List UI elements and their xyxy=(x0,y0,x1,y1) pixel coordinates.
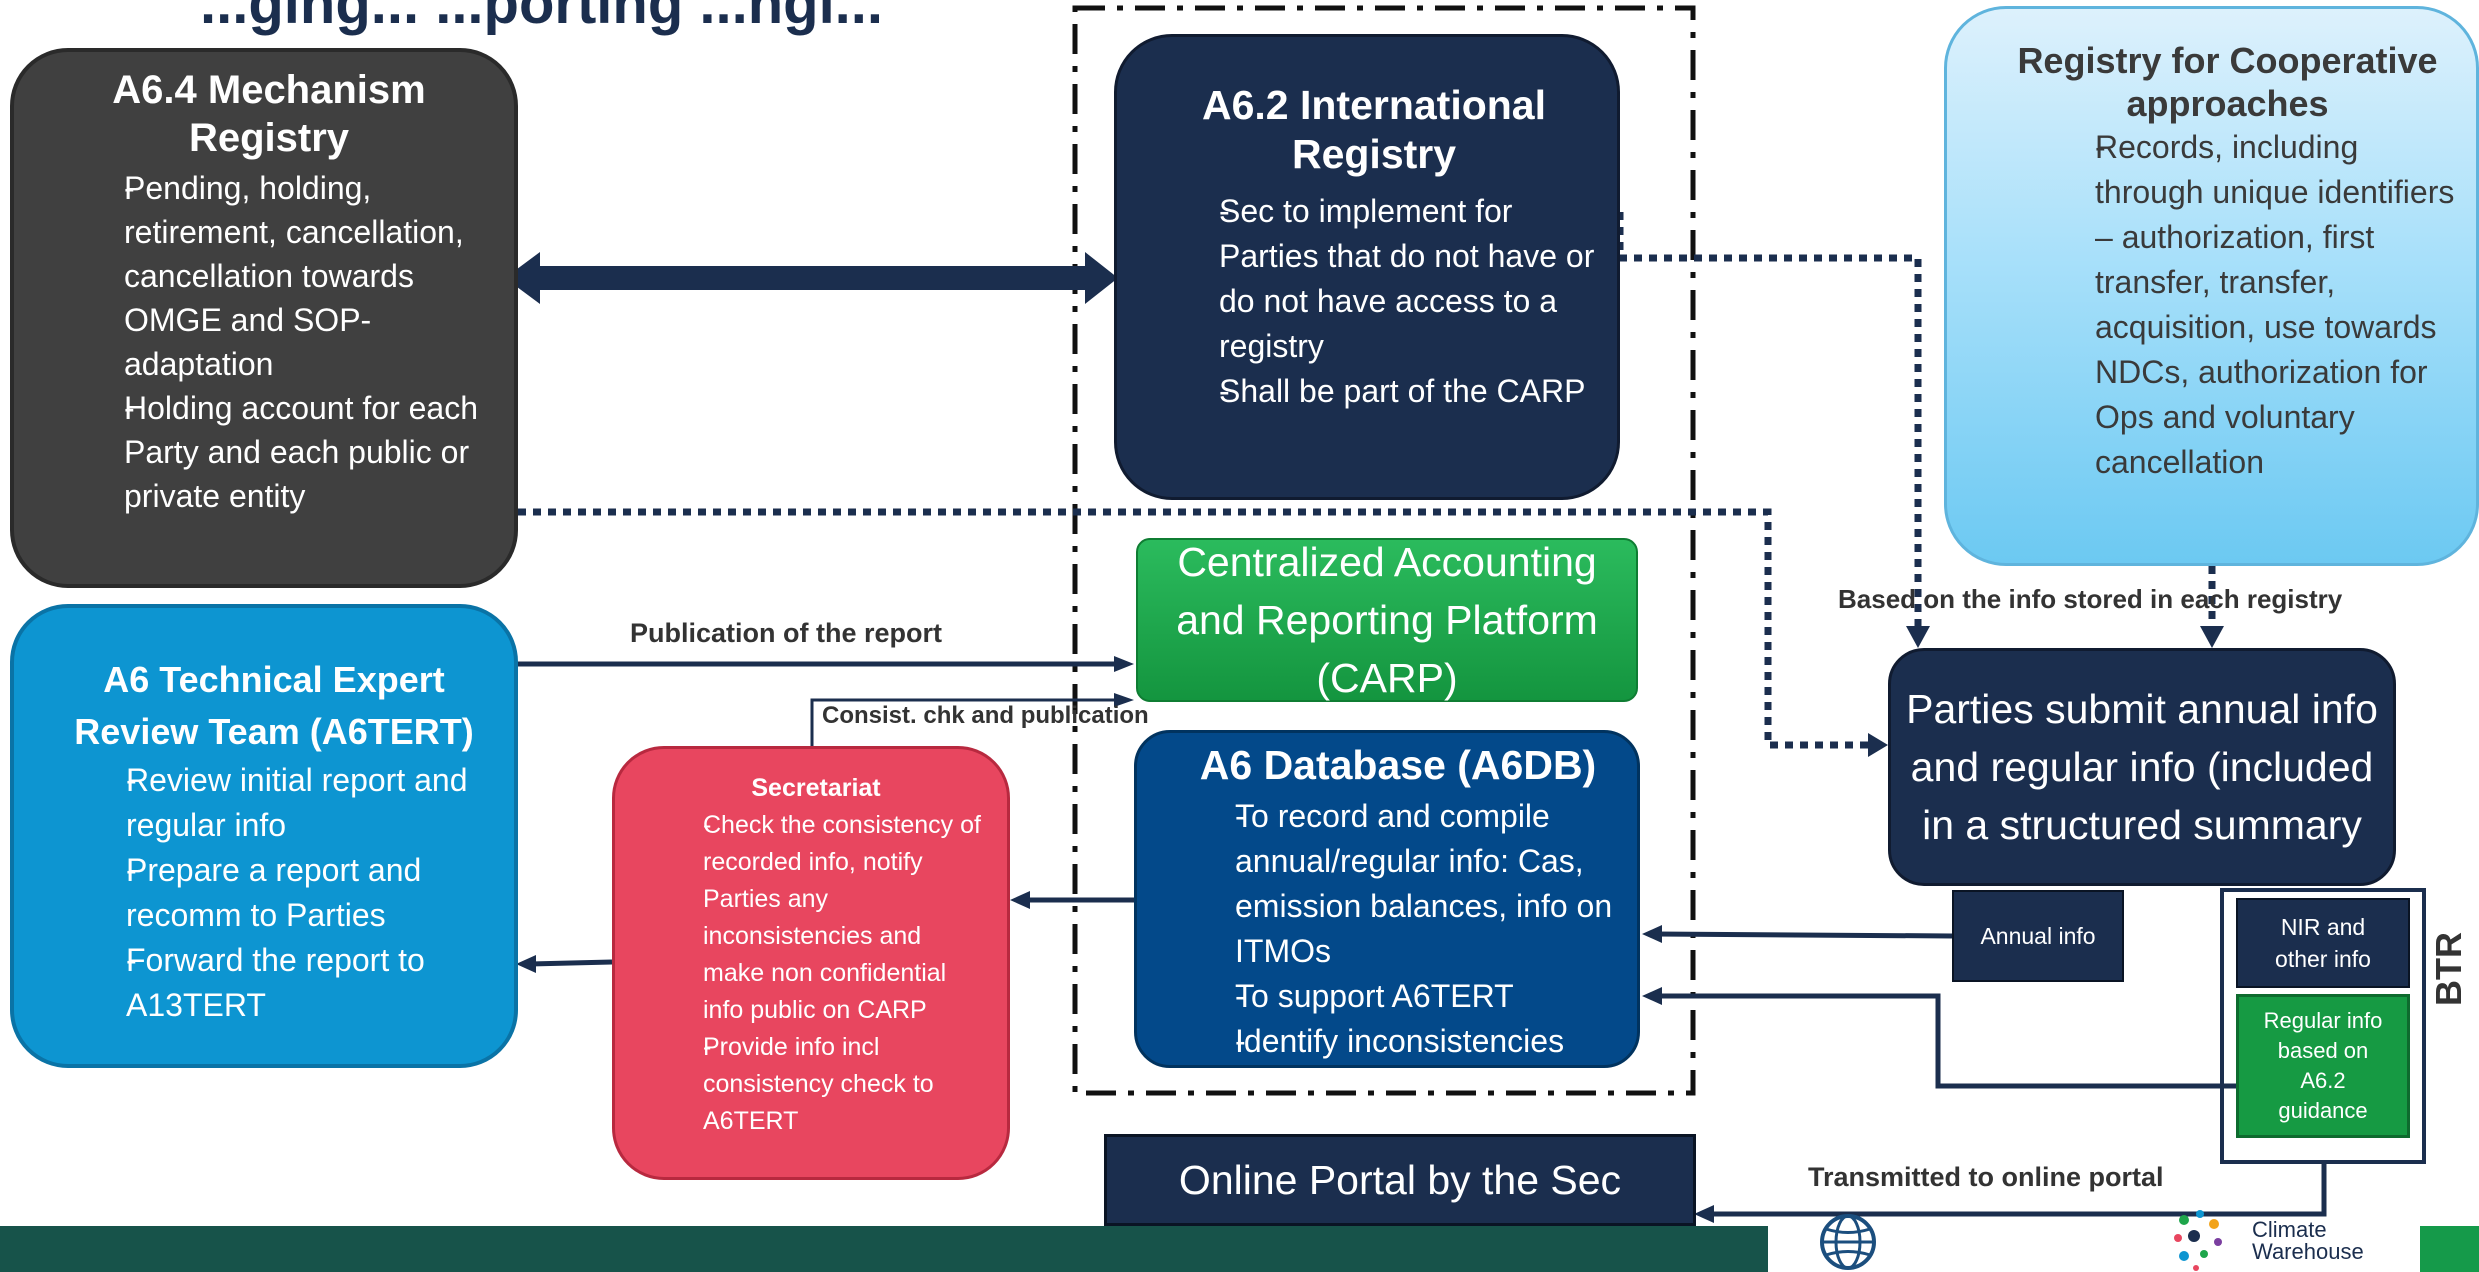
world-bank-globe-icon xyxy=(1818,1212,1878,1272)
nir-label: NIR and other info xyxy=(2275,914,2371,972)
a62-item: Shall be part of the CARP xyxy=(1151,369,1597,414)
a6tert-box: A6 Technical Expert Review Team (A6TERT)… xyxy=(10,604,518,1068)
annual-info-label: Annual info xyxy=(1980,922,2096,949)
double-arrow-registries xyxy=(505,252,1118,304)
online-portal-label: Online Portal by the Sec xyxy=(1178,1156,1622,1203)
arrow-annual-to-db xyxy=(1654,931,1953,939)
arrow-btr-to-portal xyxy=(1710,1162,2327,1217)
a64-registry-title: A6.4 Mechanism Registry xyxy=(112,68,426,160)
climate-warehouse-text-1: Climate xyxy=(2252,1217,2327,1242)
annual-info-box: Annual info xyxy=(1952,890,2124,982)
secretariat-item: Check the consistency of recorded info, … xyxy=(645,807,987,1029)
parties-submit-text: Parties submit annual info and regular i… xyxy=(1906,686,2378,848)
arrow-consist xyxy=(810,698,1122,746)
a6db-box: A6 Database (A6DB) To record and compile… xyxy=(1134,730,1640,1068)
label-transmitted: Transmitted to online portal xyxy=(1808,1162,2164,1192)
dotted-a62-to-parties xyxy=(1616,212,1922,628)
parties-submit-box: Parties submit annual info and regular i… xyxy=(1888,648,2396,886)
arrow-secretariat-to-tert xyxy=(529,959,613,967)
regular-info-box: Regular info based on A6.2 guidance xyxy=(2236,994,2410,1138)
climate-warehouse-dots-icon xyxy=(2174,1210,2222,1271)
climate-warehouse-text-2: Warehouse xyxy=(2252,1239,2364,1264)
regular-info-label: Regular info based on A6.2 guidance xyxy=(2263,1008,2383,1123)
a64-item: Pending, holding, retirement, cancellati… xyxy=(54,166,484,386)
carp-boundary xyxy=(1072,5,1696,1096)
label-based-on: Based on the info stored in each registr… xyxy=(1838,584,2343,614)
cooperative-item: Records, including through unique identi… xyxy=(1987,125,2458,485)
climate-warehouse-logo: Climate Warehouse xyxy=(2170,1208,2380,1272)
footer-bar-right xyxy=(2420,1226,2479,1272)
label-consist: Consist. chk and publication xyxy=(822,702,1149,729)
a6db-title: A6 Database (A6DB) xyxy=(1199,742,1597,788)
nir-box: NIR and other info xyxy=(2236,898,2410,988)
a64-item: Holding account for each Party and each … xyxy=(54,386,484,518)
a6tert-item: Review initial report and regular info xyxy=(54,758,494,848)
label-publication: Publication of the report xyxy=(630,618,943,648)
a62-registry-title: A6.2 International Registry xyxy=(1201,82,1546,178)
btr-label: BTR xyxy=(2428,932,2469,1006)
a6db-item: To record and compile annual/regular inf… xyxy=(1173,794,1623,974)
online-portal-box: Online Portal by the Sec xyxy=(1104,1134,1696,1226)
btr-frame xyxy=(2220,888,2426,1164)
a6tert-item: Forward the report to A13TERT xyxy=(54,938,494,1028)
secretariat-title: Secretariat xyxy=(751,774,881,802)
dotted-a64-to-parties xyxy=(518,508,1870,749)
secretariat-box: Secretariat Check the consistency of rec… xyxy=(612,746,1010,1180)
a6tert-item: Prepare a report and recomm to Parties xyxy=(54,848,494,938)
footer-bar xyxy=(0,1226,1768,1272)
cooperative-registry-box: Registry for Cooperative approaches Reco… xyxy=(1944,6,2479,566)
a6tert-title: A6 Technical Expert Review Team (A6TERT) xyxy=(74,659,474,752)
carp-title: Centralized Accounting and Reporting Pla… xyxy=(1176,539,1598,701)
cooperative-registry-title: Registry for Cooperative approaches xyxy=(2017,40,2438,125)
arrow-regular-to-db xyxy=(1655,993,2238,1089)
a64-registry-box: A6.4 Mechanism Registry Pending, holding… xyxy=(10,48,518,588)
secretariat-item: Provide info incl consistency check to A… xyxy=(645,1029,987,1140)
a6db-item: To support A6TERT xyxy=(1173,974,1623,1019)
a62-item: Sec to implement for Parties that do not… xyxy=(1151,189,1597,369)
a6db-item: Identify inconsistencies xyxy=(1173,1019,1623,1064)
carp-box: Centralized Accounting and Reporting Pla… xyxy=(1136,538,1638,702)
header-partial-title: ...ging... ...porting ...ngi... xyxy=(200,0,884,36)
a62-registry-box: A6.2 International Registry Sec to imple… xyxy=(1114,34,1620,500)
